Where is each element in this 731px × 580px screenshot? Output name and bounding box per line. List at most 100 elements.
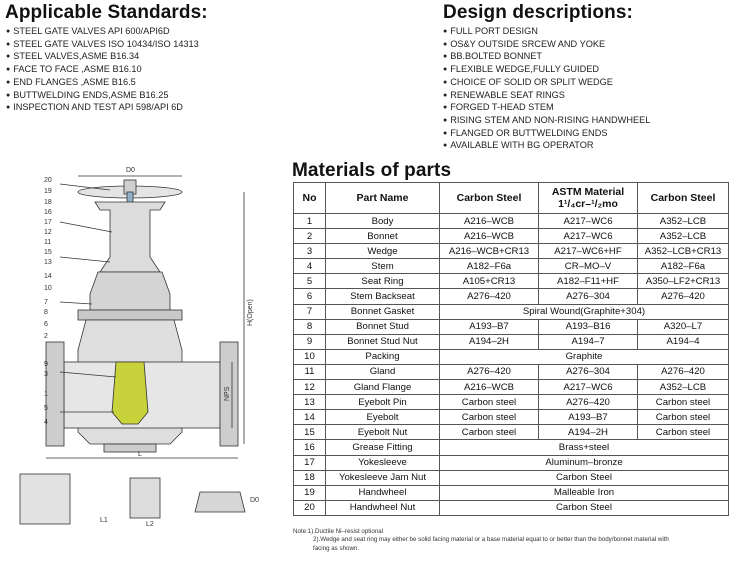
standard-item: FACE TO FACE ,ASME B16.10 xyxy=(6,64,199,77)
cell-carbon-steel-1: A182–F6a xyxy=(439,258,539,275)
dim-l2: L2 xyxy=(146,521,154,528)
dim-h-open: H(Open) xyxy=(247,299,254,326)
cell-carbon-steel-2: A352–LCB+CR13 xyxy=(637,243,729,260)
drawing-callout: 10 xyxy=(44,285,52,292)
design-item: CHOICE OF SOLID OR SPLIT WEDGE xyxy=(443,77,650,90)
cell-astm-material: A194–2H xyxy=(538,424,638,441)
cell-carbon-steel-2: Carbon steel xyxy=(637,394,729,411)
cell-part-name: Body xyxy=(325,212,440,230)
standard-item: STEEL GATE VALVES API 600/API6D xyxy=(6,26,199,39)
drawing-callout: 18 xyxy=(44,199,52,206)
cell-part-name: Bonnet Gasket xyxy=(325,303,440,320)
cell-no: 8 xyxy=(293,318,326,335)
drawing-callout: 17 xyxy=(44,219,52,226)
drawing-callout: 20 xyxy=(44,177,52,184)
drawing-callout: 15 xyxy=(44,249,52,256)
standard-item: END FLANGES ,ASME B16.5 xyxy=(6,77,199,90)
cell-carbon-steel-2: A276–420 xyxy=(637,288,729,305)
cell-part-name: Eyebolt xyxy=(325,409,440,426)
header-no: No xyxy=(293,182,326,214)
cell-material-merged: Aluminum–bronze xyxy=(439,454,729,471)
cell-no: 18 xyxy=(293,469,326,486)
drawing-callout: 9 xyxy=(44,361,48,368)
cell-carbon-steel-1: A194–2H xyxy=(439,333,539,350)
cell-part-name: Gland Flange xyxy=(325,379,440,396)
drawing-callout: 13 xyxy=(44,259,52,266)
header-astm-material: ASTM Material 1¹/₄cr–¹/₂mo xyxy=(538,182,638,214)
cell-no: 2 xyxy=(293,228,326,245)
cell-carbon-steel-2: A276–420 xyxy=(637,363,729,381)
cell-astm-material: A182–F11+HF xyxy=(538,273,638,290)
dim-nps: NPS xyxy=(224,386,231,401)
cell-carbon-steel-1: A216–WCB xyxy=(439,228,539,245)
note-1: Note:1).Ductile Ni–resist optional xyxy=(293,528,384,535)
cell-part-name: Wedge xyxy=(325,243,440,260)
design-descriptions-list: FULL PORT DESIGNOS&Y OUTSIDE SRCEW AND Y… xyxy=(443,26,650,153)
materials-title: Materials of parts xyxy=(292,160,452,181)
dim-d0: D0 xyxy=(126,167,135,174)
drawing-callout: 8 xyxy=(44,309,48,316)
cell-no: 20 xyxy=(293,499,326,516)
right-flange xyxy=(219,341,239,447)
cell-astm-material: A276–304 xyxy=(538,363,638,381)
drawing-callout: 3 xyxy=(44,371,48,378)
cell-part-name: Eyebolt Nut xyxy=(325,424,440,441)
design-item: FORGED T-HEAD STEM xyxy=(443,102,650,115)
design-item: RISING STEM AND NON-RISING HANDWHEEL xyxy=(443,115,650,128)
cell-no: 16 xyxy=(293,439,326,456)
cell-no: 6 xyxy=(293,288,326,305)
cell-part-name: Gland xyxy=(325,363,440,381)
cell-no: 4 xyxy=(293,258,326,275)
cell-material-merged: Malleable Iron xyxy=(439,484,729,501)
design-descriptions-title: Design descriptions: xyxy=(443,2,633,23)
cell-carbon-steel-1: A276–420 xyxy=(439,363,539,381)
cell-no: 14 xyxy=(293,409,326,426)
drawing-callout: 6 xyxy=(44,321,48,328)
cell-part-name: Seat Ring xyxy=(325,273,440,290)
header-astm-line1: ASTM Material xyxy=(551,186,625,198)
drawing-callout: 12 xyxy=(44,229,52,236)
design-item: AVAILABLE WITH BG OPERATOR xyxy=(443,140,650,153)
standard-item: STEEL GATE VALVES ISO 10434/ISO 14313 xyxy=(6,39,199,52)
cell-part-name: Bonnet Stud Nut xyxy=(325,333,440,350)
cell-astm-material: A194–7 xyxy=(538,333,638,350)
header-part-name: Part Name xyxy=(325,182,440,214)
drawing-callout: 14 xyxy=(44,273,52,280)
cell-astm-material: A276–304 xyxy=(538,288,638,305)
cell-part-name: Yokesleeve xyxy=(325,454,440,471)
drawing-callout: 7 xyxy=(44,299,48,306)
cell-carbon-steel-2: A182–F6a xyxy=(637,258,729,275)
cell-no: 15 xyxy=(293,424,326,441)
cell-carbon-steel-1: A216–WCB+CR13 xyxy=(439,243,539,260)
cell-carbon-steel-2: A352–LCB xyxy=(637,379,729,396)
cell-part-name: Stem xyxy=(325,258,440,275)
design-item: BB.BOLTED BONNET xyxy=(443,51,650,64)
cell-carbon-steel-1: A105+CR13 xyxy=(439,273,539,290)
standard-item: INSPECTION AND TEST API 598/API 6D xyxy=(6,102,199,115)
drawing-callout: 4 xyxy=(44,419,48,426)
cell-carbon-steel-2: A350–LF2+CR13 xyxy=(637,273,729,290)
cell-no: 1 xyxy=(293,212,326,230)
cell-no: 12 xyxy=(293,379,326,396)
dim-l1: L1 xyxy=(100,517,108,524)
cell-astm-material: A193–B16 xyxy=(538,318,638,335)
standard-item: BUTTWELDING ENDS,ASME B16.25 xyxy=(6,90,199,103)
cell-no: 11 xyxy=(293,363,326,381)
cell-part-name: Grease Fitting xyxy=(325,439,440,456)
cell-part-name: Yokesleeve Jam Nut xyxy=(325,469,440,486)
cell-no: 19 xyxy=(293,484,326,501)
cell-part-name: Bonnet Stud xyxy=(325,318,440,335)
